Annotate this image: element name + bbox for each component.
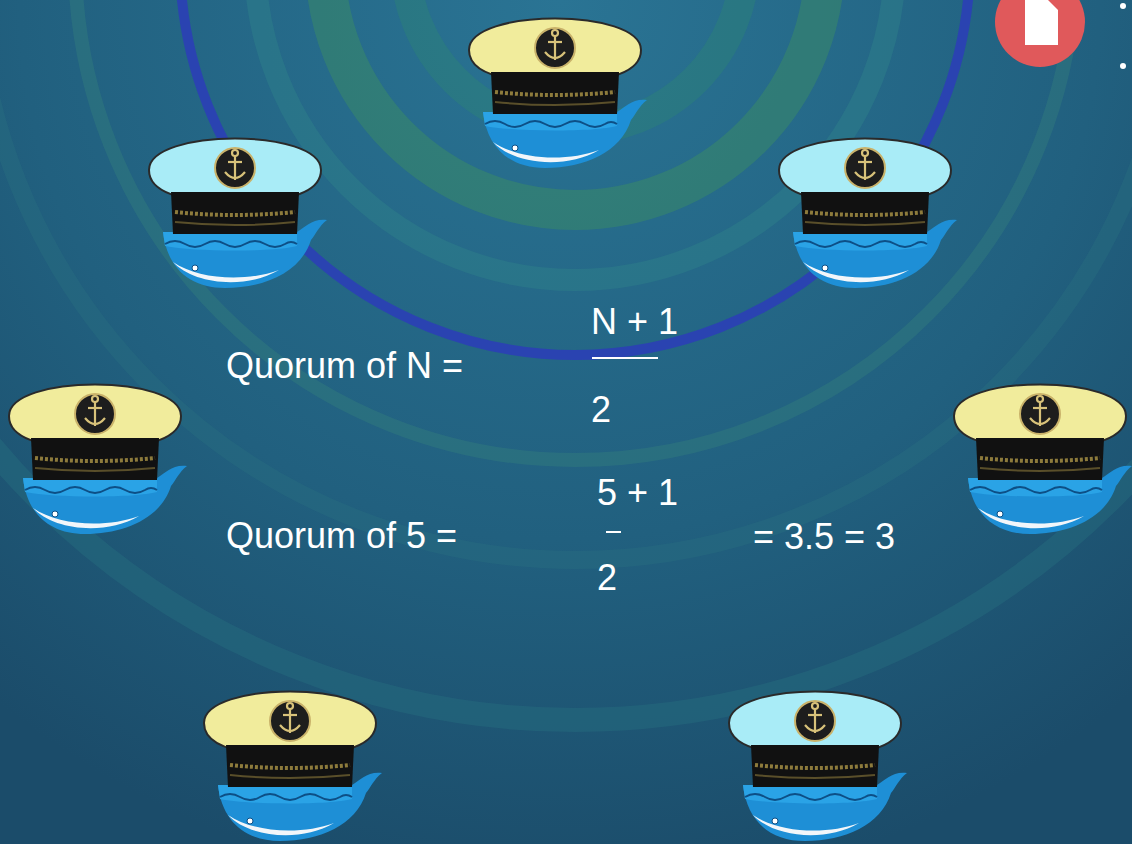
formula-text: 2	[591, 390, 611, 430]
captain-whale	[204, 692, 382, 842]
formula-text: Quorum of 5 =	[226, 516, 457, 556]
formula-text: 5 + 1	[597, 473, 678, 513]
captain-whale	[469, 19, 647, 169]
captain-whale	[729, 692, 907, 842]
formula-text: N + 1	[591, 302, 678, 342]
captain-whale	[779, 139, 957, 289]
formula-text: Quorum of N =	[226, 346, 463, 386]
formula-text: 2	[597, 558, 617, 598]
captain-whale	[954, 385, 1132, 535]
captain-whale	[9, 385, 187, 535]
formula-text: = 3.5 = 3	[753, 517, 895, 557]
slide-icon	[995, 0, 1126, 69]
captain-whale	[149, 139, 327, 289]
